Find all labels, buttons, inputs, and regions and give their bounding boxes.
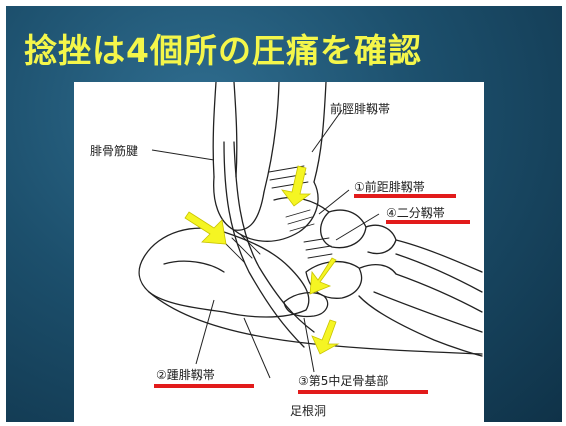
slide-title: 捻挫は4個所の圧痛を確認 <box>24 31 422 70</box>
underline-atfl <box>354 194 456 198</box>
label-calcaneofibular: ②踵腓靱帯 <box>156 368 215 382</box>
underline-bifurcate <box>386 220 470 224</box>
arrow-atfl <box>281 165 312 207</box>
arrow-bifurcate <box>309 257 337 295</box>
underline-calcaneofibular <box>154 384 254 388</box>
label-fifth-metatarsal: ③第5中足骨基部 <box>298 374 389 388</box>
arrow-calcaneofibular <box>184 211 227 245</box>
underline-fifth-metatarsal <box>298 390 428 394</box>
ankle-illustration <box>138 82 483 379</box>
label-peroneal-tendon: 腓骨筋腱 <box>90 144 139 158</box>
label-anterior-tibiofibular: 前脛腓靱帯 <box>330 102 391 116</box>
slide: 捻挫は4個所の圧痛を確認 <box>6 6 562 422</box>
label-sinus-tarsi: 足根洞 <box>290 404 327 418</box>
label-atfl: ①前距腓靱帯 <box>354 180 425 194</box>
label-bifurcate: ④二分靱帯 <box>386 206 445 220</box>
arrow-fifth-metatarsal <box>311 319 340 355</box>
ankle-diagram-panel: 前脛腓靱帯 腓骨筋腱 ①前距腓靱帯 ④二分靱帯 ②踵腓靱帯 ③第5中足骨基部 足… <box>74 82 484 422</box>
